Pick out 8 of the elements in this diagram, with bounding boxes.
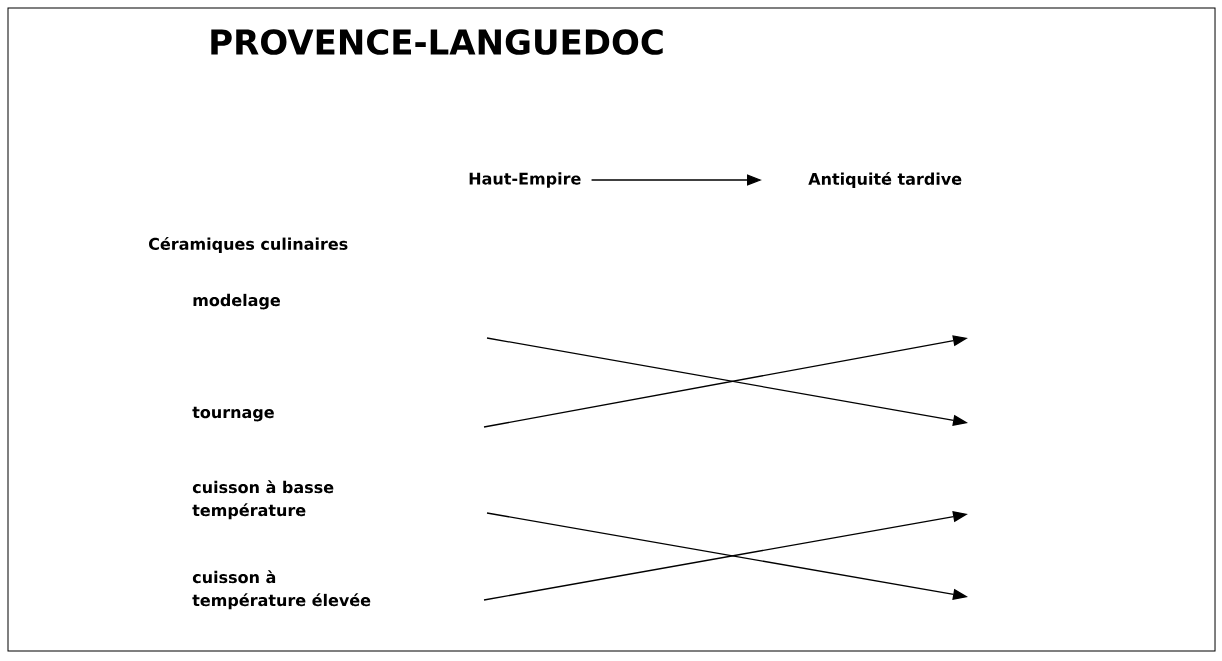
text-label: modelage bbox=[193, 293, 280, 310]
text-label: tournage bbox=[192, 406, 274, 422]
title: PROVENCE-LANGUEDOC bbox=[211, 29, 663, 55]
text-label: cuisson à basse température bbox=[192, 480, 334, 520]
section-heading: Céramiques culinaires bbox=[149, 236, 348, 254]
text-label: cuisson à température élevée bbox=[192, 570, 371, 610]
text-label: Haut-Empire bbox=[469, 172, 581, 188]
text-label: Antiquité tardive bbox=[808, 171, 962, 189]
